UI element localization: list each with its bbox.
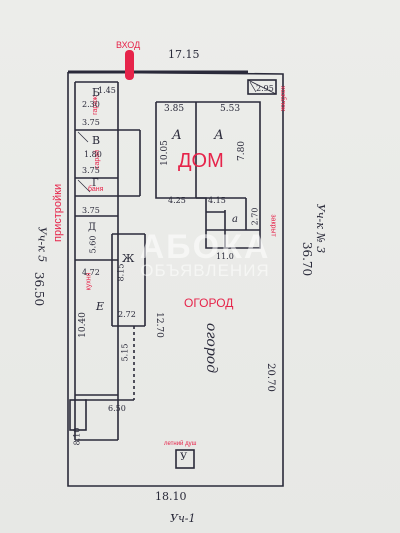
dim-room-780: 7.80: [237, 140, 248, 162]
letter-u: У: [180, 452, 188, 463]
letter-ext-g: Г: [92, 178, 99, 189]
dim-room-1100: 11.0: [216, 252, 234, 261]
dim-right-side: 36.70: [300, 241, 315, 277]
shower-label: летний душ: [164, 441, 197, 447]
dim-180: 1.80: [84, 150, 102, 159]
neighbor-right: Уч-к № 3: [314, 203, 328, 254]
watermark: АБОКА ОБЪЯВЛЕНИЯ: [105, 228, 305, 281]
letter-house-a1: а: [232, 214, 238, 225]
letter-ext-zh: Ж: [122, 252, 135, 265]
outbuilding-label: хозблок: [279, 85, 287, 112]
dim-room-553: 5.53: [220, 104, 241, 114]
letter-ext-d: Д: [88, 222, 97, 233]
entrance-marker: [125, 50, 134, 80]
dim-room-270: 2.70: [250, 207, 260, 226]
dim-ext-560: 5.60: [88, 235, 98, 254]
letter-ext-b: Б: [92, 86, 101, 99]
dim-small-295: 2.95: [256, 84, 274, 93]
entrance-label: ВХОД: [116, 40, 141, 50]
dim-ext-375c: 3.75: [82, 206, 100, 215]
dim-room-415: 4.15: [208, 196, 226, 205]
house-label: ДОМ: [178, 150, 224, 172]
garden-handwritten: огород: [203, 322, 220, 374]
dim-garden-left: 12.70: [153, 312, 164, 338]
dim-left-side: 36.50: [32, 271, 47, 307]
neighbor-bottom: Уч-1: [170, 512, 196, 525]
dim-room-1005: 10.05: [159, 140, 170, 166]
dim-230: 2.30: [82, 100, 100, 109]
dim-ext-375a: 3.75: [82, 118, 100, 127]
watermark-sub: ОБЪЯВЛЕНИЯ: [140, 261, 270, 280]
dim-room-385: 3.85: [164, 104, 185, 114]
dim-room-425: 4.25: [168, 196, 186, 205]
closed-label: закрыт: [269, 214, 277, 237]
dim-bottom-width: 18.10: [155, 490, 187, 503]
extensions-label: пристройки: [52, 183, 64, 242]
garden-label: ОГОРОД: [184, 296, 234, 310]
dim-145: 1.45: [98, 86, 116, 95]
dim-ext-272: 2.72: [118, 310, 136, 319]
dim-ext-815: 8.15: [116, 263, 126, 282]
dim-ext-515: 5.15: [120, 343, 130, 362]
letter-ext-v: В: [92, 134, 101, 147]
dim-ext-1040: 10.40: [77, 312, 88, 338]
dim-ext-650: 6.50: [108, 404, 126, 413]
neighbor-left: Уч-к 5: [35, 226, 49, 263]
watermark-brand: АБОКА: [139, 228, 271, 266]
dim-right-inner: 20.70: [264, 363, 276, 392]
letter-house-a: А: [172, 128, 182, 143]
dim-ext-810: 8.10: [72, 427, 82, 446]
letter-house-a2: А: [214, 128, 224, 143]
letter-ext-e: Е: [96, 300, 105, 313]
dim-ext-472: 4.72: [82, 268, 100, 277]
dim-top-width: 17.15: [168, 48, 200, 61]
dim-ext-375b: 3.75: [82, 166, 100, 175]
bath-label: баня: [88, 186, 104, 193]
